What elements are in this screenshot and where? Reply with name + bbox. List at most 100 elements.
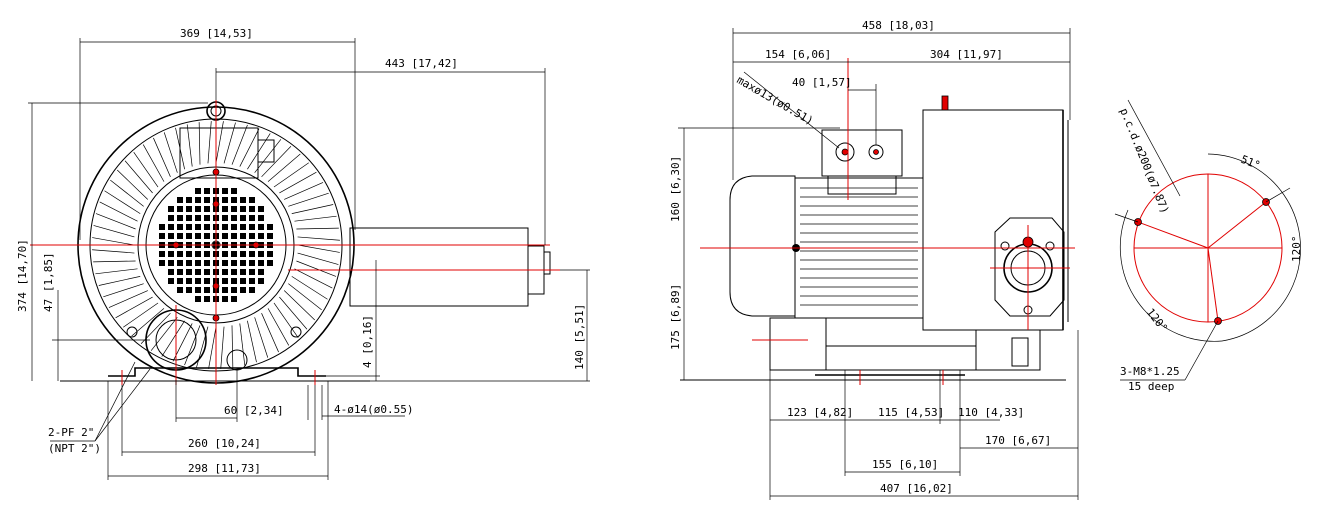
fin — [95, 213, 136, 230]
fin — [220, 326, 225, 369]
grille-hole — [231, 215, 237, 221]
fin — [198, 122, 201, 165]
grille-hole — [249, 287, 255, 293]
dim-4: 4 [0,16] — [326, 260, 380, 381]
grille-hole — [240, 215, 246, 221]
fin — [261, 145, 292, 178]
fin — [279, 296, 308, 330]
grille-hole — [186, 215, 192, 221]
dim-123-label: 123 [4,82] — [787, 406, 853, 419]
grille-hole — [258, 278, 264, 284]
grille-hole — [177, 197, 183, 203]
fin — [103, 283, 144, 298]
angle-120-right-label: 120° — [1290, 236, 1303, 263]
grille-hole — [258, 269, 264, 275]
fin — [98, 276, 141, 286]
dim-154-label: 154 [6,06] — [765, 48, 831, 61]
dim-47-label: 47 [1,85] — [42, 252, 55, 312]
grille-hole — [195, 224, 201, 230]
fin — [291, 276, 328, 300]
grille-hole — [195, 206, 201, 212]
grille-hole — [204, 251, 210, 257]
port-thread-2-label: (NPT 2") — [48, 442, 101, 455]
motor-body — [349, 227, 529, 307]
fin — [247, 133, 271, 170]
grille-hole — [222, 188, 228, 194]
grille-hole — [222, 278, 228, 284]
grille-hole — [159, 233, 165, 239]
dim-374: 374 [14,70] — [16, 102, 208, 381]
grille-hole — [168, 269, 174, 275]
flange-bolt-right — [1045, 241, 1055, 251]
fin — [247, 320, 257, 363]
grille-hole — [258, 233, 264, 239]
port-thread-callout: 2-PF 2" (NPT 2") — [48, 361, 151, 455]
grille-hole — [186, 206, 192, 212]
cable-entry-1-center — [841, 148, 849, 156]
dim-40: 40 [1,57] — [792, 76, 877, 145]
fin — [297, 236, 340, 241]
fin — [231, 124, 248, 165]
dim-260-label: 260 [10,24] — [188, 437, 261, 450]
housing-fins — [92, 121, 340, 369]
grille-hole — [168, 224, 174, 230]
grille-hole — [249, 233, 255, 239]
dim-155: 155 [6,10] — [845, 458, 960, 473]
dim-160-label: 160 [6,30] — [669, 156, 682, 222]
fin — [208, 326, 217, 369]
grille-hole — [249, 224, 255, 230]
port-bolt-right — [290, 326, 302, 338]
fin — [92, 249, 135, 254]
grille-hole — [258, 215, 264, 221]
angle-120-bottom-label: 120° — [1144, 306, 1171, 335]
dim-458-label: 458 [18,03] — [862, 19, 935, 32]
cable-gland — [257, 139, 275, 163]
grille-hole — [204, 197, 210, 203]
grille-hole — [222, 206, 228, 212]
grille-hole — [240, 260, 246, 266]
grille-hole — [177, 287, 183, 293]
fin — [297, 244, 340, 253]
dim-bolt-holes: 4-ø14(ø0.55) — [307, 385, 413, 420]
arc-120-right — [1221, 194, 1301, 342]
dim-170-label: 170 [6,67] — [985, 434, 1051, 447]
dim-4-label: 4 [0,16] — [361, 315, 374, 368]
grille-hole — [249, 269, 255, 275]
grille-hole — [177, 224, 183, 230]
dim-369-label: 369 [14,53] — [180, 27, 253, 40]
grille-hole — [240, 206, 246, 212]
grille-hole — [195, 197, 201, 203]
blower-foot — [975, 329, 1041, 371]
grille-hole — [186, 224, 192, 230]
grille-hole — [231, 251, 237, 257]
arc-51 — [1207, 153, 1285, 196]
cable-entry-2-center — [873, 149, 879, 155]
base-frame — [825, 345, 977, 371]
fin — [123, 302, 159, 328]
fin — [273, 302, 299, 338]
dim-side-feet: 123 [4,82] 115 [4,53] 110 [4,33] — [769, 330, 1079, 500]
dim-155-label: 155 [6,10] — [872, 458, 938, 471]
dim-60-label: 60 [2,34] — [224, 404, 284, 417]
grille-hole — [204, 296, 210, 302]
fin — [115, 296, 153, 319]
grille-hole — [186, 278, 192, 284]
fin — [254, 139, 282, 173]
port-bolt-left — [126, 326, 138, 338]
pcd-label: p.c.d.ø200(ø7.87) — [1117, 106, 1171, 215]
grille-hole — [177, 269, 183, 275]
drain-valve — [1011, 337, 1029, 367]
grille-hole — [186, 233, 192, 239]
grille-hole — [204, 206, 210, 212]
grille-hole — [177, 215, 183, 221]
grille-hole — [204, 224, 210, 230]
fin — [284, 182, 324, 200]
grille-hole — [231, 269, 237, 275]
dim-374-label: 374 [14,70] — [16, 239, 29, 312]
grille-hole — [159, 251, 165, 257]
fin — [239, 323, 246, 366]
grille-hole — [240, 224, 246, 230]
grille-hole — [222, 251, 228, 257]
dim-60: 60 [2,34] — [175, 370, 284, 422]
